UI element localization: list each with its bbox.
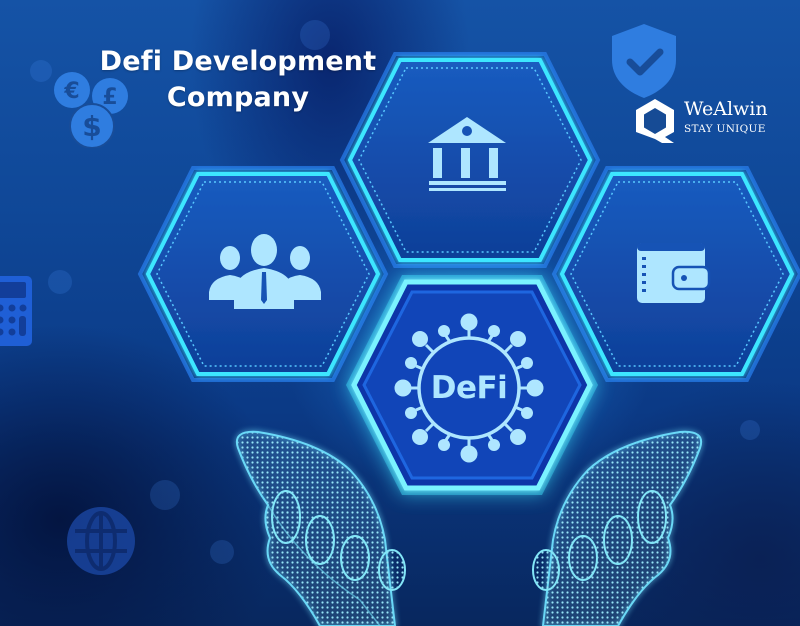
svg-text:$: $ xyxy=(82,110,101,143)
bokeh-dot xyxy=(740,420,760,440)
bokeh-dot xyxy=(300,20,330,50)
title-line-2: Company xyxy=(166,82,310,113)
brand-name: WeAlwin xyxy=(684,98,768,120)
currency-coins-icon: € £ $ xyxy=(48,68,138,152)
brand-tagline: STAY UNIQUE xyxy=(684,123,766,135)
shield-check-icon xyxy=(608,22,680,104)
bokeh-dot xyxy=(48,270,72,294)
defi-network-icon xyxy=(394,313,544,463)
hexagon-logo-icon xyxy=(632,96,678,150)
svg-text:€: € xyxy=(63,79,79,104)
title-line-1: Defi Development xyxy=(99,46,377,77)
svg-text:£: £ xyxy=(102,85,117,110)
calculator-icon xyxy=(0,276,34,352)
wallet-icon xyxy=(637,243,711,303)
brand-logo: WeAlwin STAY UNIQUE xyxy=(632,96,782,146)
globe-icon xyxy=(64,504,138,582)
bank-icon xyxy=(428,117,506,191)
page-title: Defi Development Company xyxy=(68,44,408,116)
bokeh-dot xyxy=(210,540,234,564)
hands-icon xyxy=(236,430,702,626)
team-icon xyxy=(209,234,321,309)
bokeh-dot xyxy=(150,480,180,510)
bokeh-dot xyxy=(30,60,52,82)
defi-label: DeFi xyxy=(430,370,508,406)
